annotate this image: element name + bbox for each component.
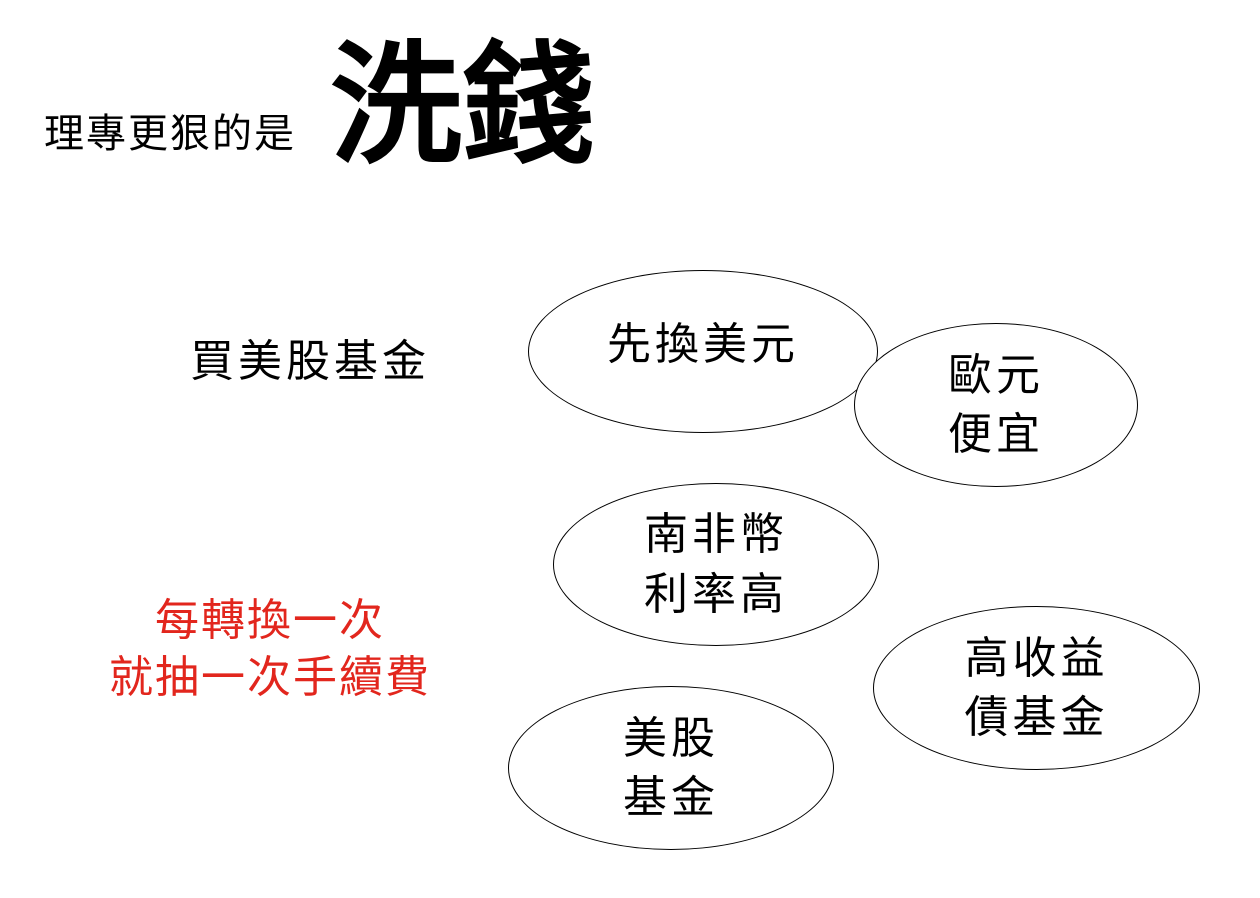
bubble-eur-line-1: 歐元 [948,349,1044,401]
bubble-eur-line-2: 便宜 [948,409,1044,460]
fee-note-line-1: 每轉換一次 [155,595,385,646]
bubble-high-yield-line-1: 高收益 [964,632,1109,684]
bubble-eur: 歐元 便宜 [854,323,1138,487]
bubble-zar: 南非幣 利率高 [553,483,879,646]
buy-us-stock-fund-label: 買美股基金 [190,336,430,387]
fee-note-line-2: 就抽一次手續費 [109,652,431,704]
bubble-usd: 先換美元 [528,270,878,433]
fee-note: 每轉換一次 就抽一次手續費 [80,592,460,706]
bubble-high-yield-line-2: 債基金 [964,692,1109,743]
bubble-us-stock-line-2: 基金 [623,772,719,823]
bubble-us-stock: 美股 基金 [508,686,834,850]
bubble-us-stock-line-1: 美股 [623,712,719,764]
title-emphasis: 洗錢 [330,28,594,183]
title-lead: 理專更狠的是 [44,111,296,157]
bubble-zar-line-2: 利率高 [644,568,788,620]
bubble-high-yield: 高收益 債基金 [873,606,1200,770]
bubble-usd-line-1: 先換美元 [607,318,799,370]
bubble-zar-line-1: 南非幣 [644,509,788,561]
